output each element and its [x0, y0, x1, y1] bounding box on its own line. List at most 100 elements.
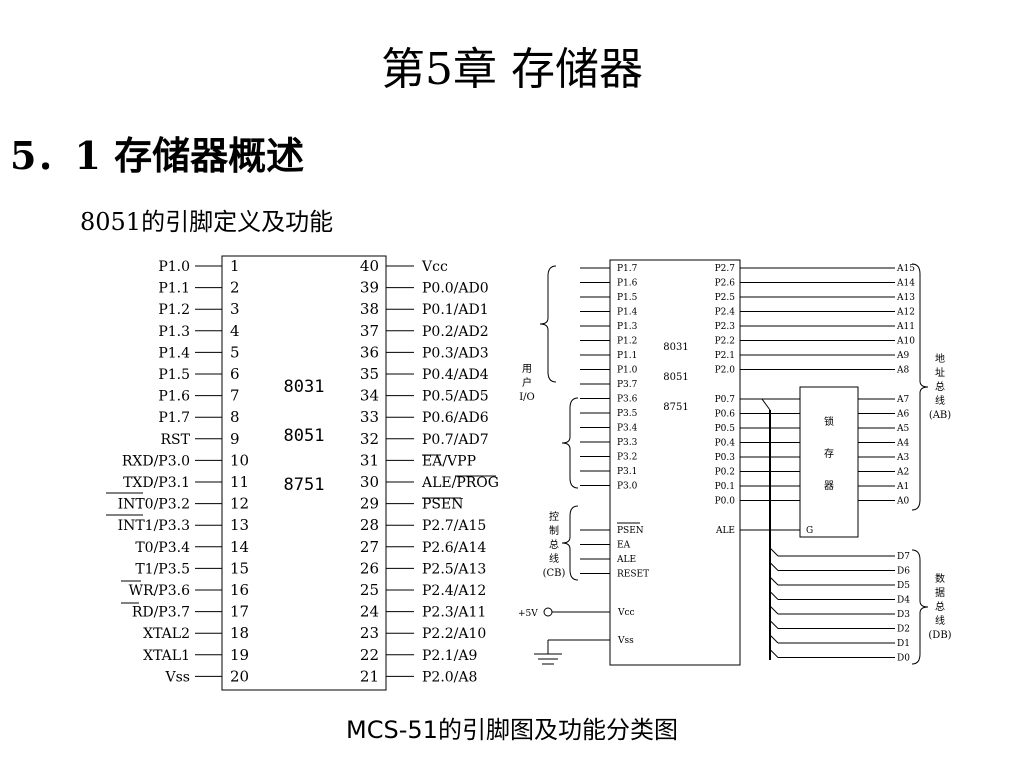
- right-pin-number: 34: [360, 387, 379, 405]
- p0-pin: P0.0: [715, 497, 736, 507]
- right-pin-label: EA/VPP: [422, 453, 476, 469]
- left-pin-number: 5: [230, 343, 240, 361]
- mcu-port-pin: P1.1: [617, 351, 637, 361]
- bus-tap: [769, 620, 779, 629]
- chip-model-label: 8751: [284, 475, 325, 495]
- right-pin-number: 38: [360, 300, 379, 318]
- high-address-label: A8: [896, 366, 909, 376]
- latch-label: 锁: [824, 415, 834, 428]
- left-pin-label: P1.5: [158, 367, 190, 383]
- mcu-port-pin: P3.3: [617, 438, 638, 448]
- bus-tap: [769, 591, 779, 600]
- left-pin-label: T0/P3.4: [135, 540, 190, 556]
- high-address-label: A14: [896, 279, 915, 289]
- right-pin-label: P2.7/A15: [422, 518, 486, 534]
- right-pin-label: P2.4/A12: [422, 583, 486, 599]
- right-pin-number: 28: [360, 516, 379, 534]
- right-pin-number: 25: [360, 581, 379, 599]
- low-address-label: A1: [896, 482, 909, 492]
- left-pin-label: P1.4: [158, 345, 190, 361]
- data-bus-group-label: 据: [935, 586, 945, 599]
- left-pin-number: 17: [230, 603, 249, 621]
- data-bus-group-label: 线: [935, 614, 945, 627]
- right-pin-label: P0.2/AD2: [422, 324, 489, 340]
- mcu-port-pin: P1.7: [617, 264, 638, 274]
- right-pin-label: Vcc: [421, 259, 448, 275]
- high-address-label: A10: [896, 337, 915, 347]
- mcu-port-pin: P3.1: [617, 467, 637, 477]
- mcu-port-pin: P1.0: [617, 366, 638, 376]
- address-bus-label: 总: [935, 380, 945, 393]
- left-pin-label: TXD/P3.1: [123, 475, 190, 491]
- bus-tap: [769, 576, 779, 586]
- data-bus-label: D1: [897, 639, 910, 649]
- data-bus-label: D5: [897, 581, 910, 591]
- latch-label: 存: [824, 447, 834, 460]
- plus5v-label: +5V: [518, 609, 538, 619]
- right-pin-number: 21: [360, 667, 379, 685]
- right-pin-label: ALE/PROG: [421, 475, 499, 491]
- slide-title: 第5章 存储器: [381, 44, 643, 95]
- bus-tap: [769, 649, 779, 658]
- p0-pin: P0.1: [715, 482, 735, 492]
- data-bus-label: D4: [897, 596, 910, 606]
- p0-pin: P0.6: [715, 410, 736, 420]
- p2-pin: P2.1: [715, 351, 735, 361]
- left-pin-label: XTAL1: [143, 648, 190, 664]
- mcu-port-pin: P3.7: [617, 380, 638, 390]
- right-pin-label: P0.0/AD0: [422, 281, 489, 297]
- p0-pin: P0.2: [715, 468, 735, 478]
- left-pin-label: P1.6: [158, 389, 190, 405]
- mcu-port-pin: P3.5: [617, 409, 638, 419]
- right-pin-label: PSEN: [422, 497, 463, 513]
- left-pin-number: 14: [230, 538, 249, 556]
- right-pin-label: P2.6/A14: [422, 540, 486, 556]
- high-address-label: A15: [896, 264, 915, 274]
- left-pin-number: 6: [230, 365, 240, 383]
- right-pin-number: 39: [360, 279, 379, 297]
- mcu-port-pin: P3.4: [617, 424, 638, 434]
- left-pin-number: 20: [230, 667, 249, 685]
- address-bus-label: 线: [935, 394, 945, 407]
- address-bus-label: 址: [935, 366, 945, 379]
- high-address-label: A9: [896, 351, 909, 361]
- p0-pin: P0.4: [715, 439, 736, 449]
- mcu-port-pin: P1.4: [617, 308, 638, 318]
- low-address-label: A7: [896, 395, 909, 405]
- vcc-pin: Vcc: [617, 608, 635, 618]
- right-pin-number: 27: [360, 538, 379, 556]
- left-pin-number: 1: [230, 257, 240, 275]
- right-pin-number: 31: [360, 451, 379, 469]
- mcu-port-pin: P1.5: [617, 293, 638, 303]
- mcu-model-label: 8751: [663, 402, 688, 413]
- high-address-label: A12: [896, 308, 915, 318]
- left-pin-number: 16: [230, 581, 249, 599]
- low-address-label: A2: [896, 468, 909, 478]
- left-pin-label: P1.1: [158, 281, 190, 297]
- bus-tap: [769, 605, 779, 615]
- right-pin-label: P0.7/AD7: [422, 432, 489, 448]
- mcu-block: [609, 259, 741, 666]
- left-pin-number: 4: [230, 322, 240, 340]
- data-bus-label: D3: [897, 610, 910, 620]
- p0-pin: P0.3: [715, 453, 736, 463]
- right-pin-label: P2.3/A11: [422, 605, 486, 621]
- right-pin-label: P0.5/AD5: [422, 389, 489, 405]
- left-pin-label: P1.2: [158, 302, 190, 318]
- p2-pin: P2.7: [715, 264, 736, 274]
- section-title: 5．1 存储器概述: [10, 133, 305, 178]
- control-bus-label: 制: [549, 524, 559, 537]
- right-pin-number: 40: [360, 257, 379, 275]
- mcu-port-pin: P1.3: [617, 322, 638, 332]
- low-address-label: A4: [896, 439, 909, 449]
- left-pin-number: 3: [230, 300, 240, 318]
- mcu-control-pin: PSEN: [617, 526, 644, 536]
- left-pin-label: INT0/P3.2: [118, 497, 190, 513]
- left-pin-label: P1.3: [158, 324, 190, 340]
- high-address-label: A11: [896, 322, 915, 332]
- p2-pin: P2.2: [715, 337, 735, 347]
- left-pin-label: P1.7: [158, 410, 190, 426]
- p2-pin: P2.3: [715, 322, 736, 332]
- right-pin-label: P0.6/AD6: [422, 410, 489, 426]
- address-bus-label: (AB): [929, 410, 951, 421]
